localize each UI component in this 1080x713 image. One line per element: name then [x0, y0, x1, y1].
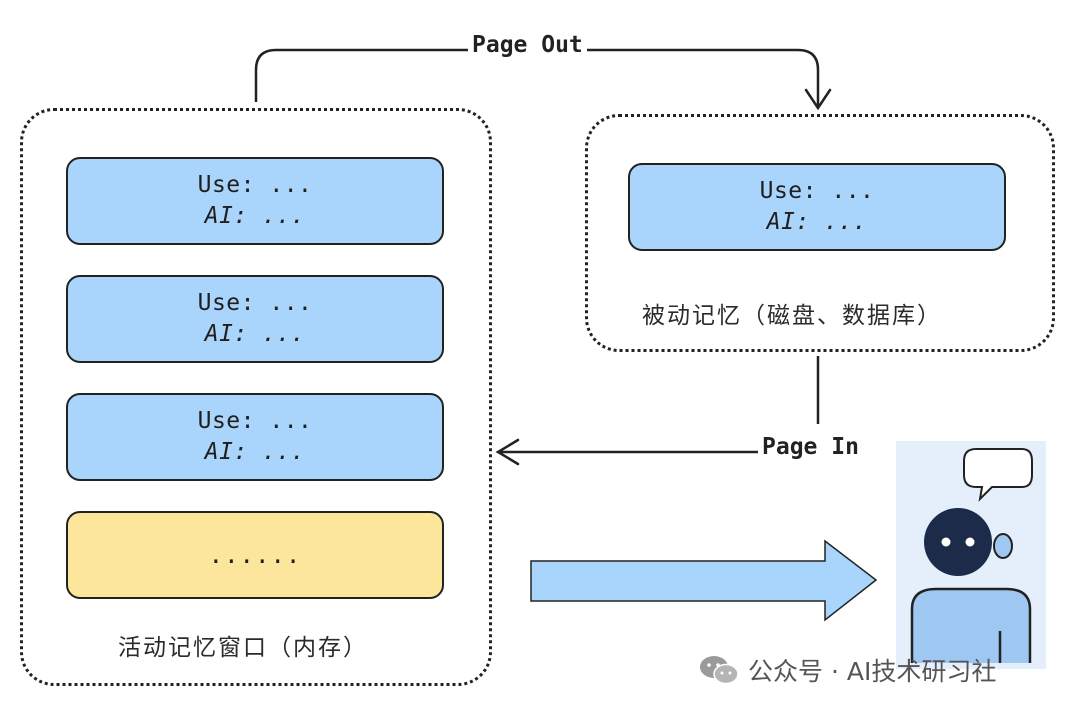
archived-conversation-card: Use: ... AI: ... — [628, 163, 1006, 251]
user-line: Use: ... — [197, 290, 313, 316]
passive-memory-store — [585, 114, 1055, 352]
pending-text: ...... — [208, 540, 302, 569]
robot-agent-icon — [910, 448, 1033, 663]
conversation-card: Use: ... AI: ... — [66, 275, 444, 363]
conversation-card: Use: ... AI: ... — [66, 393, 444, 481]
page-in-label: Page In — [758, 434, 863, 460]
pending-card: ...... — [66, 511, 444, 599]
user-line: Use: ... — [197, 172, 313, 198]
ai-line: AI: ... — [204, 203, 306, 229]
user-line: Use: ... — [197, 408, 313, 434]
active-window-label: 活动记忆窗口（内存） — [118, 635, 368, 661]
watermark: 公众号 · AI技术研习社 — [698, 652, 996, 688]
context-feed-arrow — [530, 539, 878, 622]
active-memory-window — [20, 108, 492, 686]
passive-memory-label: 被动记忆（磁盘、数据库） — [642, 303, 942, 329]
watermark-text: 公众号 · AI技术研习社 — [748, 657, 997, 686]
ai-line: AI: ... — [766, 209, 868, 235]
conversation-card: Use: ... AI: ... — [66, 157, 444, 245]
agent-panel — [896, 441, 1046, 669]
page-out-arrow — [254, 48, 820, 106]
ai-line: AI: ... — [204, 321, 306, 347]
ai-line: AI: ... — [204, 439, 306, 465]
user-line: Use: ... — [759, 178, 875, 204]
page-in-arrowhead — [495, 438, 520, 466]
speech-bubble-icon — [963, 448, 1033, 502]
page-out-arrowhead — [804, 88, 832, 111]
wechat-icon — [700, 656, 739, 685]
page-out-label: Page Out — [468, 32, 587, 58]
